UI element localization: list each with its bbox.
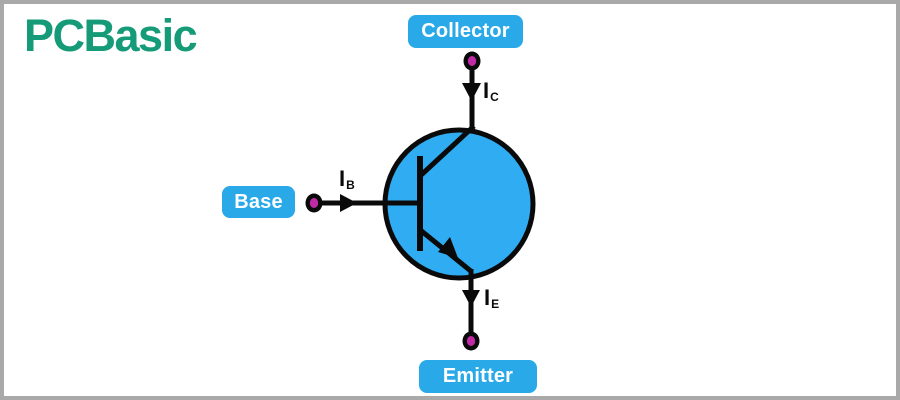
base-current-label: IB: [339, 166, 355, 192]
emitter-terminal-dot: [462, 331, 480, 351]
collector-current-subscript: C: [490, 90, 499, 104]
emitter-current-symbol: I: [484, 285, 491, 310]
base-current-subscript: B: [346, 178, 355, 192]
emitter-current-arrow-icon: [462, 290, 480, 307]
base-current-symbol: I: [339, 166, 346, 191]
collector-label: Collector: [408, 15, 523, 48]
collector-current-label: IC: [483, 78, 499, 104]
collector-branch: [417, 124, 476, 179]
base-terminal-dot: [305, 193, 323, 213]
emitter-current-label: IE: [484, 285, 500, 311]
pcbasic-logo: PCBasic: [24, 10, 198, 61]
emitter-npn-arrow-icon: [438, 237, 458, 258]
emitter-current-subscript: E: [491, 297, 500, 311]
collector-terminal-dot: [463, 51, 481, 71]
emitter-label: Emitter: [419, 360, 537, 393]
collector-current-arrow-icon: [462, 83, 481, 101]
collector-current-symbol: I: [483, 78, 490, 103]
base-label: Base: [222, 186, 295, 218]
base-current-arrow-icon: [340, 194, 357, 212]
